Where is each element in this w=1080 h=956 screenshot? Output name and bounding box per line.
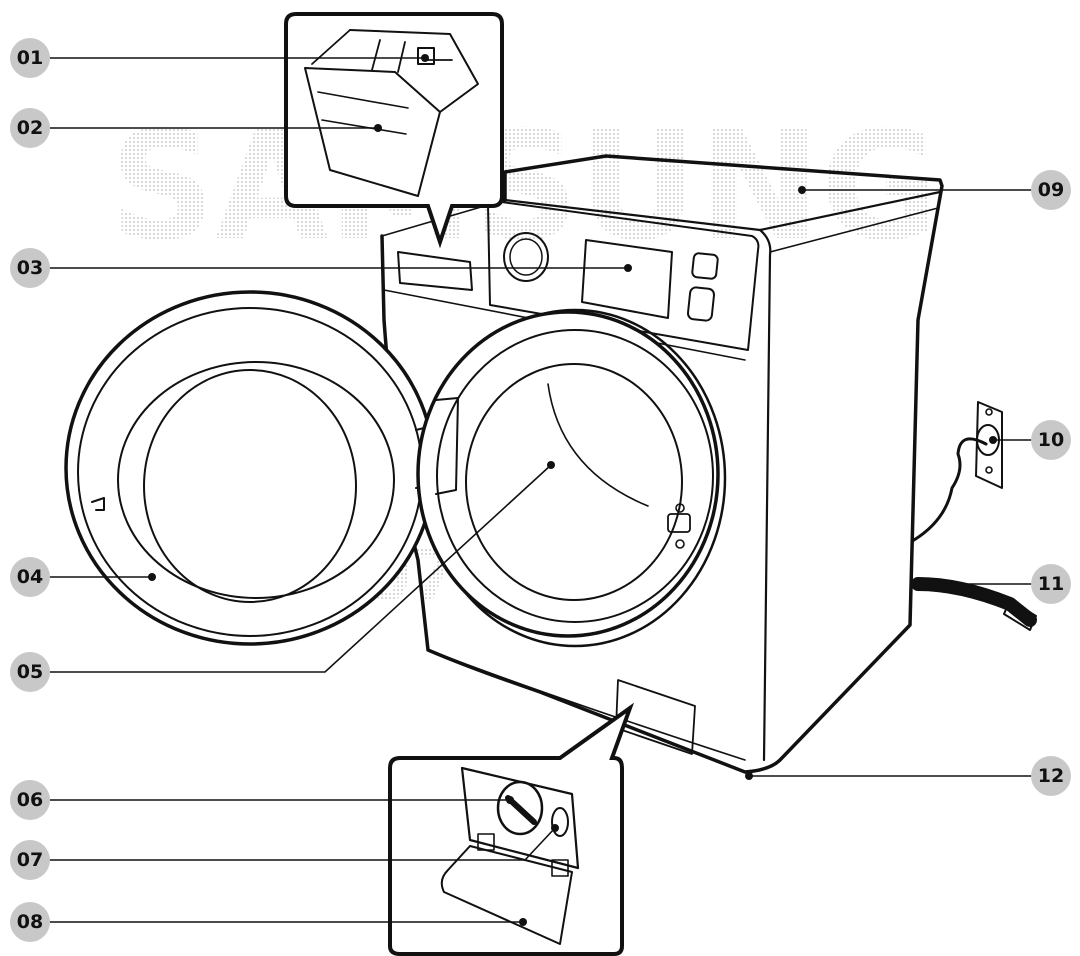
callout-09-label: 09 (1038, 179, 1064, 201)
callout-12: 12 (1031, 756, 1071, 796)
callout-11: 11 (1031, 564, 1071, 604)
callout-03: 03 (10, 248, 50, 288)
callout-10: 10 (1031, 420, 1071, 460)
callout-01-label: 01 (17, 47, 43, 69)
callout-08: 08 (10, 902, 50, 942)
callout-05-label: 05 (17, 661, 43, 683)
callout-05: 05 (10, 652, 50, 692)
callout-03-label: 03 (17, 257, 43, 279)
power-plug (914, 402, 1002, 540)
callout-11-label: 11 (1038, 573, 1064, 595)
callout-06-label: 06 (17, 789, 43, 811)
watermark-brand: SAMSUNG (110, 100, 940, 274)
washer-drum (418, 312, 718, 636)
callout-04-label: 04 (17, 566, 43, 588)
callout-06: 06 (10, 780, 50, 820)
callout-08-label: 08 (17, 911, 43, 933)
callout-09: 09 (1031, 170, 1071, 210)
callout-12-label: 12 (1038, 765, 1064, 787)
callout-04: 04 (10, 557, 50, 597)
callout-07: 07 (10, 840, 50, 880)
callout-02: 02 (10, 108, 50, 148)
callout-01: 01 (10, 38, 50, 78)
drain-hose (918, 584, 1036, 630)
callout-02-label: 02 (17, 117, 43, 139)
callout-07-label: 07 (17, 849, 43, 871)
filter-detail (390, 708, 630, 954)
callout-10-label: 10 (1038, 429, 1064, 451)
